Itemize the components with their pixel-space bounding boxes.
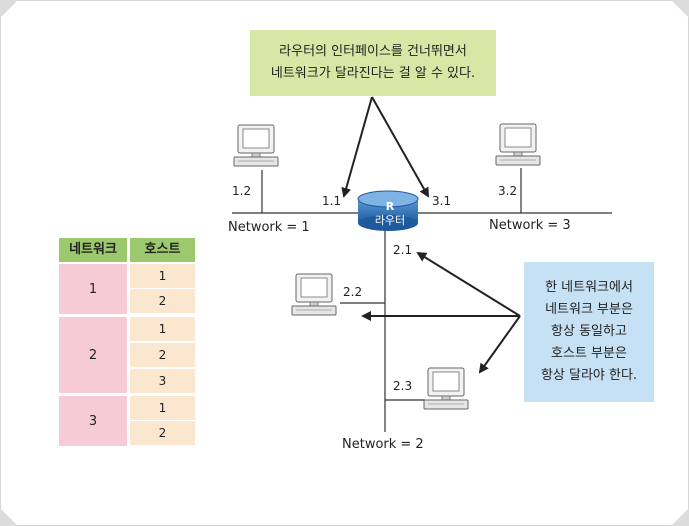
page-corner-decoration [0,0,18,18]
arrow [416,251,521,317]
table-header: 호스트 [130,238,195,262]
callout-line: 라우터의 인터페이스를 건너뛰면서 [279,44,467,59]
callout-router-interfaces: 라우터의 인터페이스를 건너뛰면서 네트워크가 달라진다는 걸 알 수 있다. [250,30,496,96]
computer-icon [495,123,541,166]
callout-network-host-rule: 한 네트워크에서 네트워크 부분은 항상 동일하고 호스트 부분은 항상 달라야… [524,262,654,402]
arrow [478,315,521,374]
callout-line: 호스트 부분은 [551,346,627,361]
address-label: 1.2 [232,184,252,198]
page-corner-decoration [671,508,689,526]
table-network-cell: 1 [59,264,127,314]
router-badge: R [385,200,395,213]
address-label: 1.1 [322,194,342,208]
table-host-cell: 2 [130,289,195,314]
network-label: Network = 1 [228,220,310,235]
address-label: 2.2 [343,285,363,299]
address-label: 2.3 [393,379,413,393]
router-name: 라우터 [374,214,406,227]
callout-line: 항상 동일하고 [551,324,627,339]
computer-icon [423,367,469,410]
callout-line: 네트워크가 달라진다는 걸 알 수 있다. [270,66,476,81]
callout-line: 항상 달라야 한다. [540,368,638,383]
table-network-cell: 2 [59,317,127,393]
table-host-cell: 1 [130,396,195,421]
address-label: 2.1 [393,243,413,257]
address-label: 3.1 [432,194,452,208]
computer-icon [291,273,337,316]
table-host-cell: 2 [130,421,195,446]
page-corner-decoration [0,508,18,526]
table-host-cell: 3 [130,369,195,394]
arrow [371,96,429,198]
address-label: 3.2 [498,184,518,198]
table-host-cell: 1 [130,317,195,342]
table-host-cell: 2 [130,343,195,368]
page-corner-decoration [671,0,689,18]
network-label: Network = 3 [489,218,571,233]
router-label: R 라우터 [360,200,420,228]
table-host-cell: 1 [130,264,195,289]
computer-icon [233,124,279,167]
callout-line: 네트워크 부분은 [545,302,633,317]
callout-line: 한 네트워크에서 [545,280,633,295]
table-network-cell: 3 [59,396,127,446]
network-label: Network = 2 [342,437,424,452]
arrow [341,96,373,198]
table-header: 네트워크 [59,238,127,262]
router-icon [357,190,419,231]
